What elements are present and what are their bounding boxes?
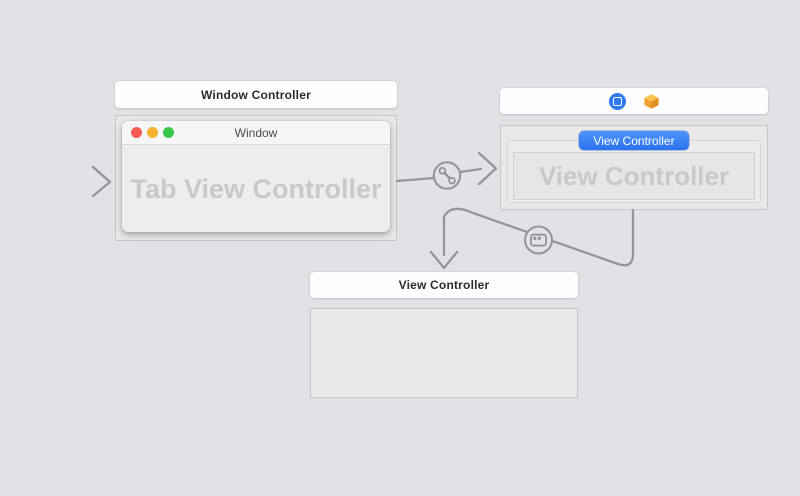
window-mock[interactable]: Window Tab View Controller bbox=[122, 121, 390, 232]
link-segue-icon[interactable] bbox=[432, 161, 462, 190]
object-cube-icon[interactable] bbox=[643, 93, 660, 110]
window-segue-icon[interactable] bbox=[523, 225, 554, 255]
window-content-area[interactable]: Tab View Controller bbox=[122, 145, 390, 232]
tab-bar-item-label: View Controller bbox=[593, 133, 675, 148]
tab-content-placeholder-label: View Controller bbox=[538, 160, 730, 191]
minimize-button[interactable] bbox=[147, 127, 158, 138]
entry-arrow[interactable] bbox=[25, 165, 112, 198]
window-content-segue-arrow[interactable] bbox=[395, 151, 498, 186]
tab-bar-item[interactable]: View Controller bbox=[579, 131, 689, 150]
window-controller-scene[interactable]: Window Tab View Controller bbox=[115, 115, 397, 241]
tab-view-controller-scene-header[interactable] bbox=[500, 88, 768, 114]
close-button[interactable] bbox=[131, 127, 142, 138]
view-controller-scene[interactable] bbox=[310, 308, 578, 398]
window-controller-scene-header[interactable]: Window Controller bbox=[115, 81, 397, 108]
zoom-button[interactable] bbox=[163, 127, 174, 138]
window-title: Window bbox=[234, 125, 278, 140]
window-titlebar[interactable]: Window bbox=[122, 121, 390, 145]
tab-items-segue-arrow[interactable] bbox=[429, 207, 635, 270]
view-controller-scene-title: View Controller bbox=[398, 278, 490, 292]
tab-content-view[interactable]: View Controller bbox=[513, 152, 755, 200]
window-content-placeholder-label: Tab View Controller bbox=[130, 173, 382, 204]
view-controller-scene-header[interactable]: View Controller bbox=[310, 272, 578, 298]
view-controller-icon[interactable] bbox=[608, 92, 626, 110]
window-controller-scene-title: Window Controller bbox=[201, 87, 311, 102]
traffic-lights bbox=[131, 127, 174, 138]
